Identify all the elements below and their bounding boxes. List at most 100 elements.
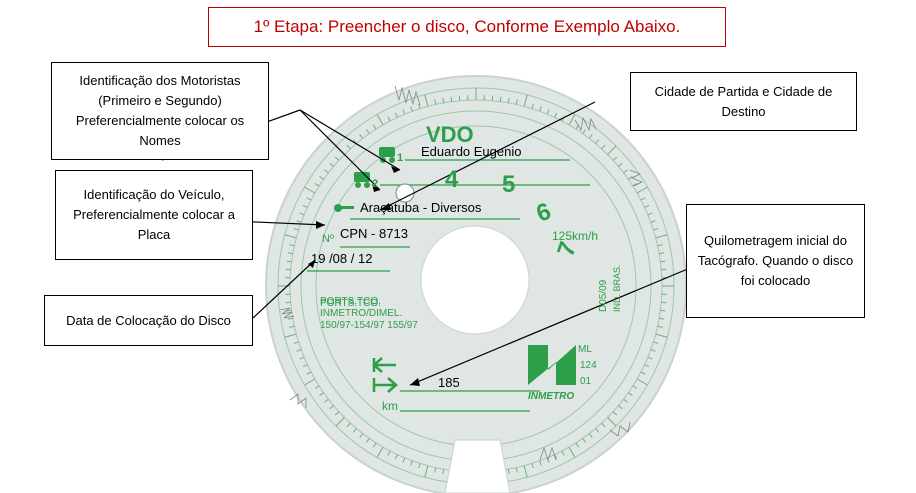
disc-tick [499,96,502,102]
disc-tick [660,260,666,263]
driver-index-1: 1 [397,152,403,164]
disc-tick [376,446,384,458]
disc-tick [306,371,312,375]
disc-tick [434,99,437,105]
disc-tick [612,156,618,161]
page-title: 1º Etapa: Preencher o disco, Conforme Ex… [208,7,726,47]
disc-tick [650,220,656,223]
disc-tick [302,364,308,368]
callout-drivers: Identificação dos Motoristas (Primeiro e… [51,62,269,160]
disc-tick [359,433,364,438]
inmetro-logo [528,345,576,385]
disc-tick [655,234,668,239]
disc-tick [618,405,623,410]
callout-cities: Cidade de Partida e Cidade de Destino [630,72,857,131]
ml-label: ML [578,344,592,355]
disc-tick [299,212,305,216]
disc-tick [515,467,518,473]
disc-tick [607,145,617,155]
disc-tick [612,411,618,416]
disc-tick [296,220,302,223]
disc-tick [319,392,324,396]
disc-tick [647,212,653,216]
arrow-icons [372,357,398,393]
disc-tick [442,469,445,475]
disc-tick [659,317,665,320]
disc-tick [568,114,576,126]
disc-tick [531,103,534,109]
disc-tick [304,378,316,386]
disc-tick [284,234,297,239]
disc-tick [314,385,320,390]
disc-tick [402,109,406,115]
ports-text: PORTS.TCO. INMETRO/DIMEL. 150/97-154/97 … [320,296,418,331]
disc-tick [595,428,600,433]
disc-tick [653,341,659,344]
disc-tick [293,228,299,231]
disc-tick [287,317,293,320]
disc-tick [657,325,663,328]
disc-tick [539,460,542,466]
disc-tick [418,103,421,109]
disc-tick [640,371,646,375]
disc-tick [568,446,576,458]
disc-tick [376,114,384,126]
disc-tick [507,469,510,475]
model-label: D05/09 [598,279,609,312]
disc-tick [507,97,510,103]
disc-tick [632,182,638,187]
disc-tick [657,244,663,247]
disc-tick [653,228,659,231]
disc-tick [515,99,518,105]
disc-tick [644,364,650,368]
inmetro-label: INMETRO [528,391,574,402]
disc-tick [287,252,293,255]
disc-tick [601,422,606,428]
plate-text: CPN - 8713 [340,226,408,241]
disc-tick [284,333,297,338]
disc-tick [650,349,656,352]
disc-tick [394,112,398,118]
speed-label: 125km/h [552,229,598,243]
disc-tick [289,325,295,328]
disc-tick [632,385,638,390]
disc-tick [302,204,308,208]
disc-tick [410,106,413,112]
disc-tick [618,162,623,167]
disc-tick [450,96,453,102]
disc-tick [588,433,593,438]
disc-tick [647,356,653,360]
recording-traces [279,85,643,462]
hour-4: 4 [445,166,459,193]
disc-tick [523,465,528,478]
disc-tick [655,333,668,338]
disc-tick [410,460,413,466]
disc-tick [640,197,646,201]
disc-tick [561,450,565,456]
disc-tick [366,438,370,443]
ind-label: IND. BRAS. [612,264,622,312]
disc-tick [329,162,334,167]
disc-tick [319,176,324,180]
disc-tick [588,134,593,139]
disc-tick [324,169,329,174]
callout-vehicle: Identificação do Veículo, Preferencialme… [55,170,253,260]
hour-5: 5 [502,171,515,198]
disc-tick [335,417,345,427]
disc-tick [286,309,292,312]
ml-number-2: 01 [580,376,592,387]
disc-tick [434,467,437,473]
disc-tick [289,244,295,247]
ml-number: 124 [580,360,597,371]
disc-tick [329,405,334,410]
callout-odometer: Quilometragem inicial do Tacógrafo. Quan… [686,204,865,318]
disc-tick [299,356,305,360]
disc-tick [334,156,340,161]
disc-tick [628,392,633,396]
center-hole [420,225,530,335]
arrowheads [308,166,420,386]
disc-tick [595,139,600,144]
disc-tick [286,260,292,263]
disc-tick [582,438,586,443]
disc-tick [659,252,665,255]
